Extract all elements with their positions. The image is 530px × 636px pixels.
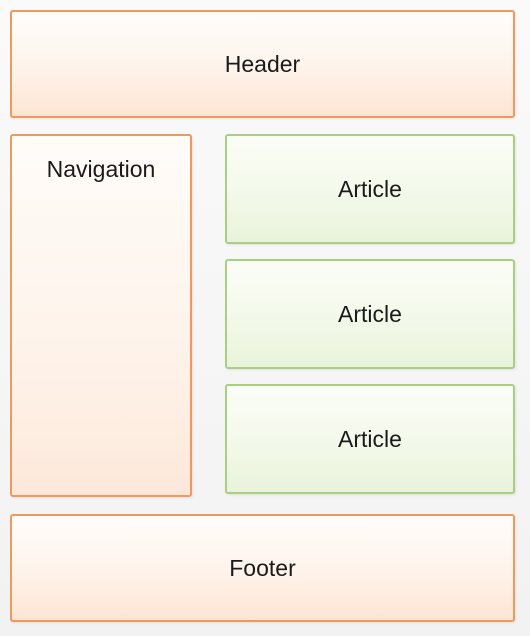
article-label: Article [338,425,402,452]
header-label: Header [224,50,301,77]
article-label: Article [338,300,402,327]
article-label: Article [338,175,402,202]
article-box: Article [225,384,515,494]
article-box: Article [225,134,515,244]
article-box: Article [225,259,515,369]
header-box: Header [10,10,515,118]
footer-label: Footer [229,554,296,581]
navigation-box: Navigation [10,134,192,497]
footer-box: Footer [10,514,515,622]
navigation-label: Navigation [46,156,156,182]
